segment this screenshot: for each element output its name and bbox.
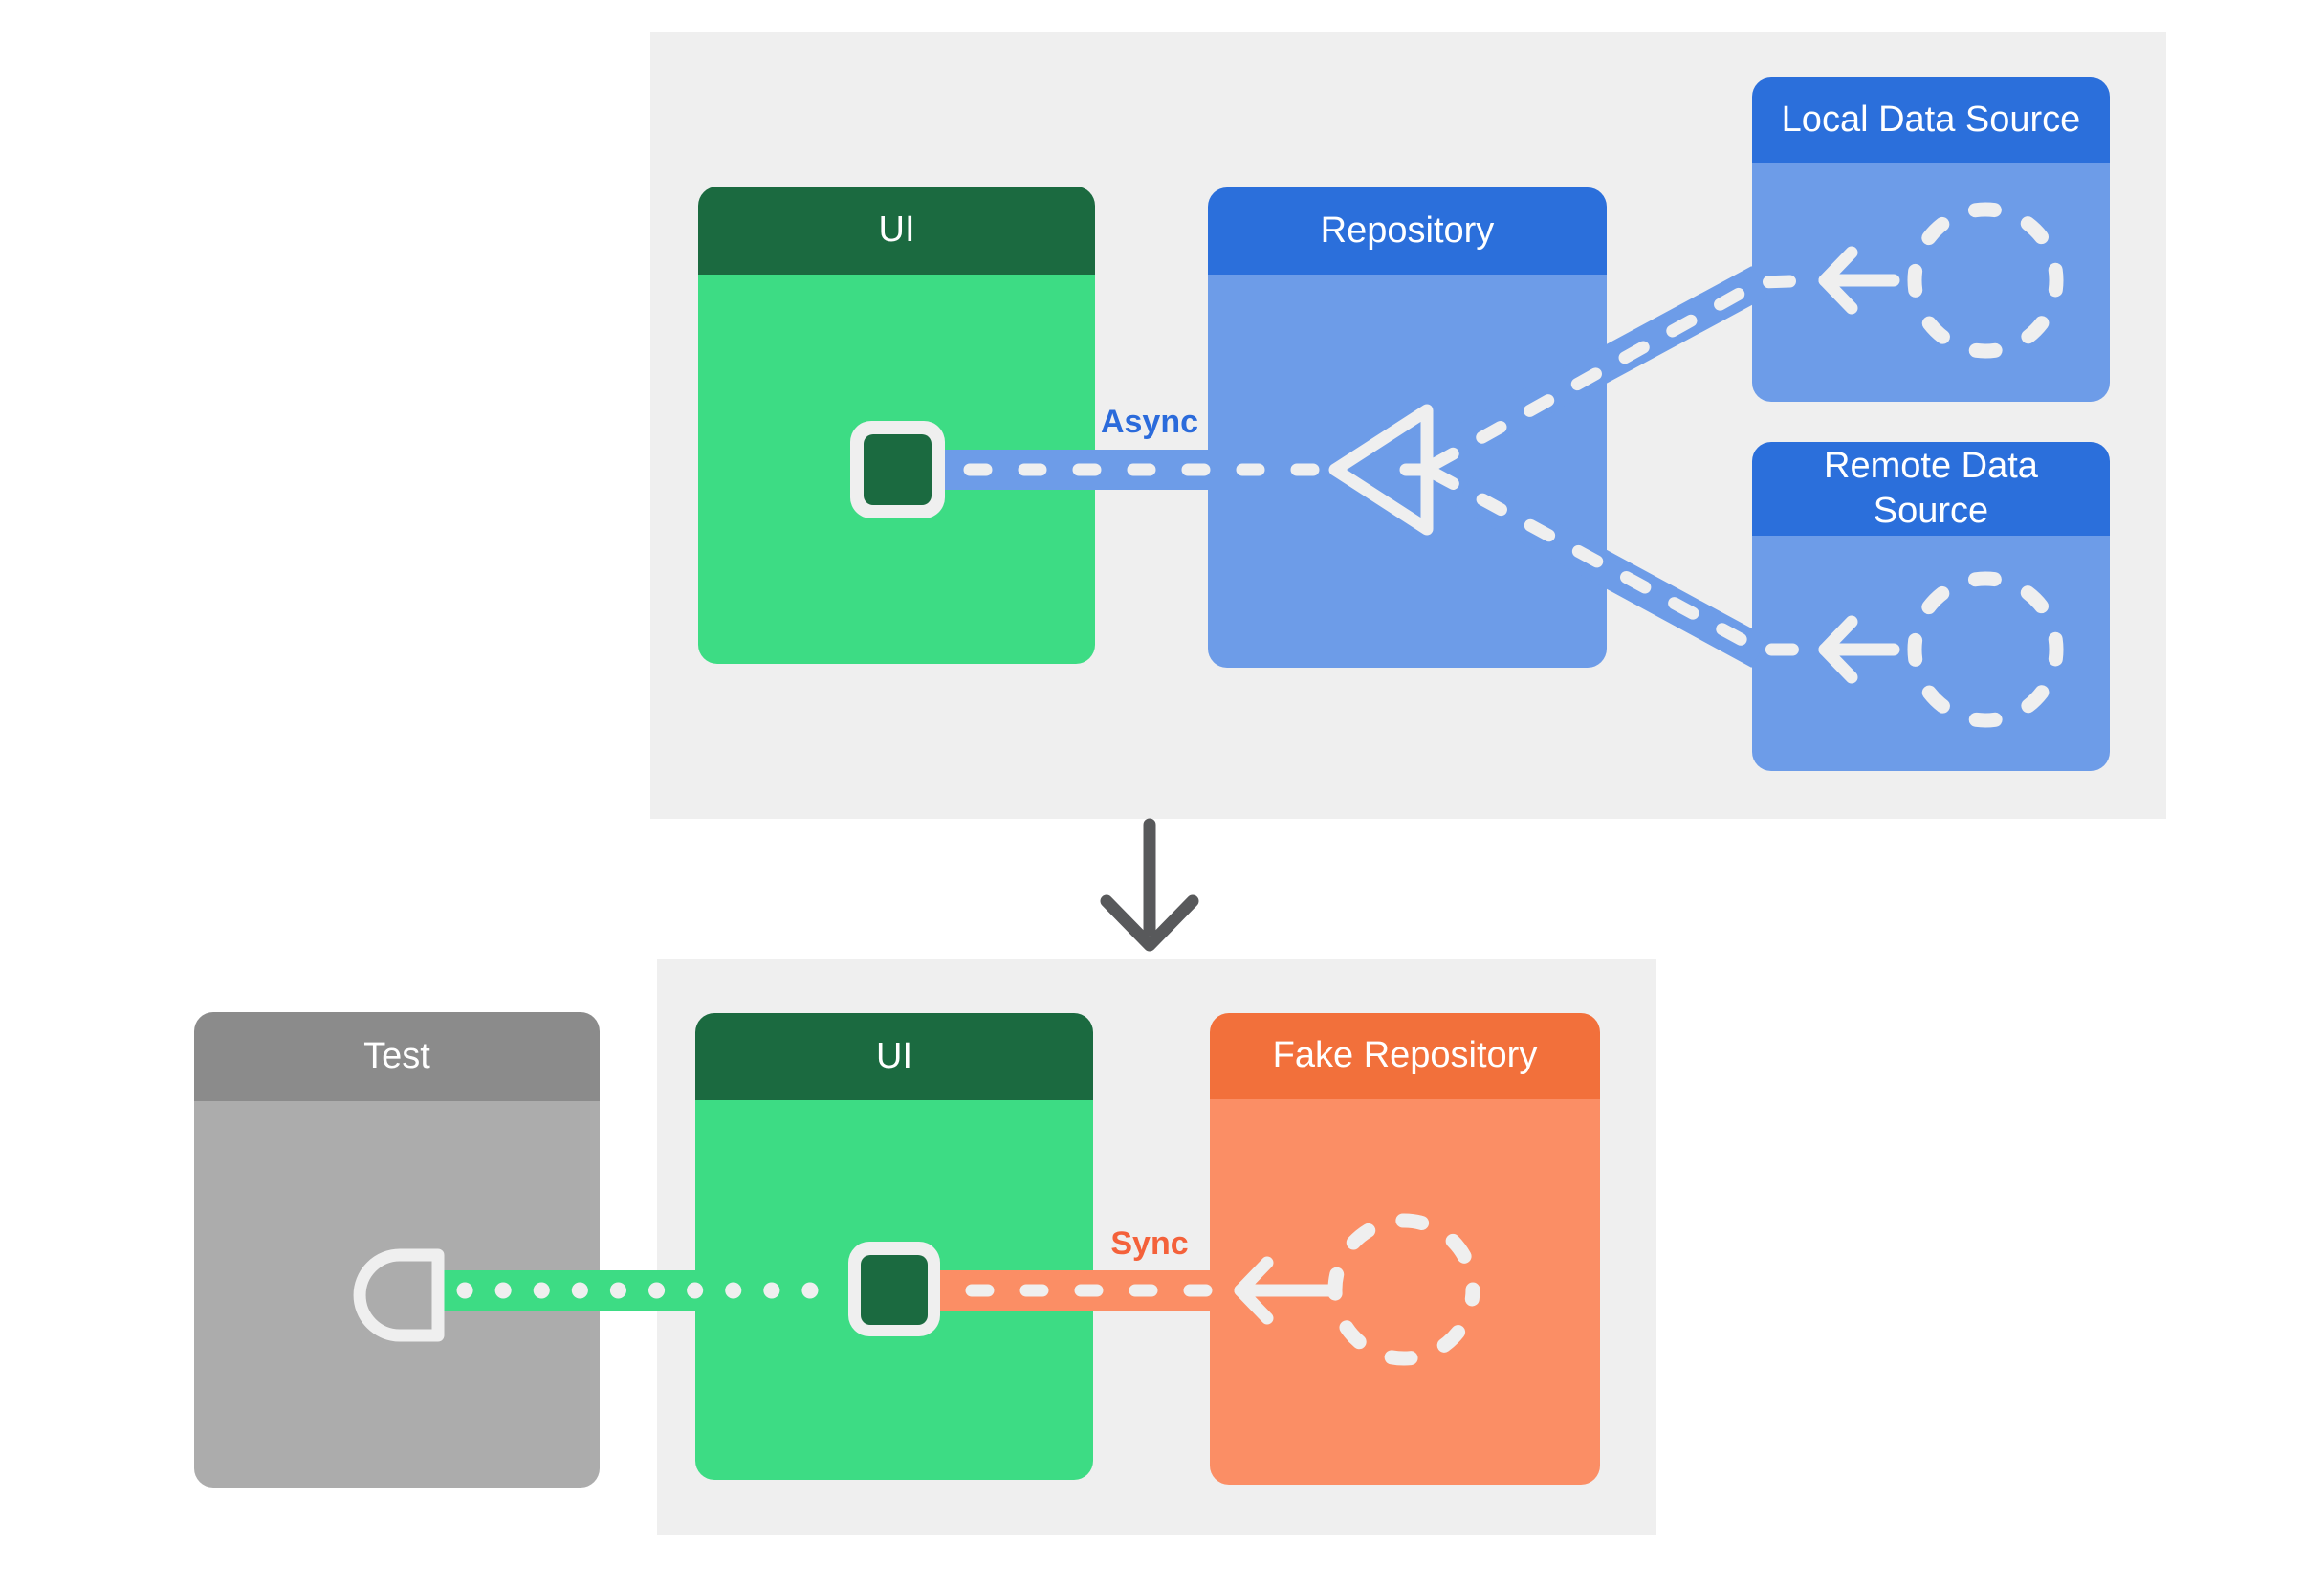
fake-repository-title: Fake Repository <box>1272 1035 1538 1076</box>
fake-repository-card: Fake Repository <box>1210 1013 1600 1485</box>
local-data-source-card: Local Data Source <box>1752 77 2110 402</box>
test-card-body <box>194 1101 600 1488</box>
ui-card-top: UI <box>698 187 1095 664</box>
local-data-source-title: Local Data Source <box>1781 99 2081 140</box>
ui-card-top-body <box>698 275 1095 664</box>
repository-card-body <box>1208 275 1607 668</box>
remote-data-source-title: Remote Data Source <box>1824 445 2038 532</box>
fake-repository-body <box>1210 1099 1600 1485</box>
ui-card-top-header: UI <box>698 187 1095 275</box>
remote-data-source-header: Remote Data Source <box>1752 442 2110 536</box>
repository-card: Repository <box>1208 187 1607 668</box>
section-arrow-icon <box>1100 894 1199 952</box>
ui-card-bottom-header: UI <box>695 1013 1093 1100</box>
fake-repository-header: Fake Repository <box>1210 1013 1600 1099</box>
test-card-title: Test <box>363 1035 430 1076</box>
ui-card-top-title: UI <box>878 209 915 251</box>
ui-card-bottom-body <box>695 1100 1093 1480</box>
ui-card-bottom-title: UI <box>876 1035 912 1076</box>
local-data-source-header: Local Data Source <box>1752 77 2110 163</box>
local-data-source-body <box>1752 163 2110 402</box>
async-label: Async <box>1100 404 1199 440</box>
repository-card-title: Repository <box>1320 209 1495 251</box>
test-card: Test <box>194 1012 600 1488</box>
repository-card-header: Repository <box>1208 187 1607 275</box>
sync-label: Sync <box>1110 1225 1189 1262</box>
ui-card-bottom: UI <box>695 1013 1093 1480</box>
remote-data-source-body <box>1752 536 2110 771</box>
test-card-header: Test <box>194 1012 600 1101</box>
remote-data-source-card: Remote Data Source <box>1752 442 2110 771</box>
